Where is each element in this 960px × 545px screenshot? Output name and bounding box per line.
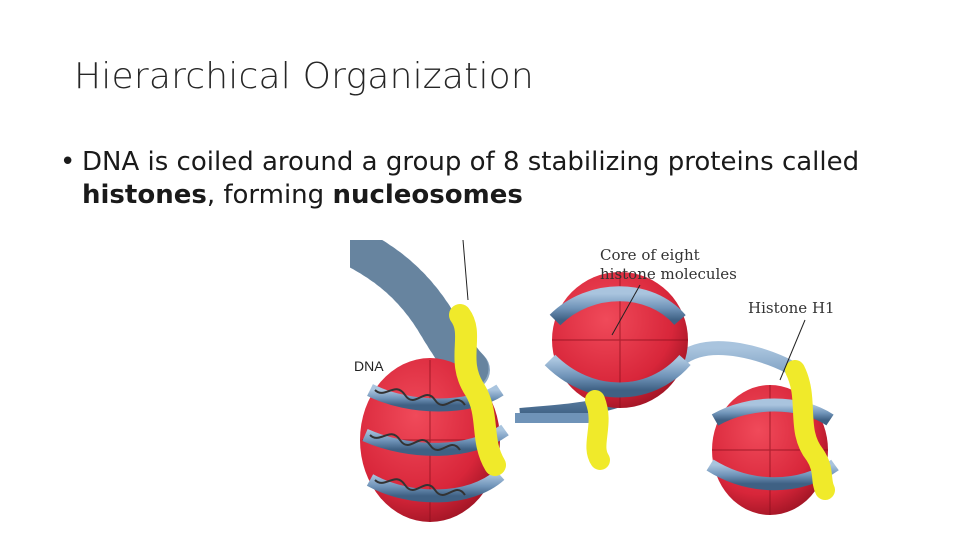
term-nucleosomes: nucleosomes <box>332 180 523 211</box>
histone-h1-left <box>449 304 506 476</box>
label-core-histones: Core of eight histone molecules <box>600 246 737 284</box>
pointer-core <box>611 284 641 336</box>
label-dna: DNA <box>354 358 384 374</box>
bullet-text-part2: , forming <box>206 180 333 211</box>
label-core-line1: Core of eight <box>600 246 700 264</box>
bullet-point: • DNA is coiled around a group of 8 stab… <box>60 146 920 212</box>
slide-title: Hierarchical Organization <box>74 56 534 97</box>
histone-h1-middle <box>585 390 610 470</box>
term-histones: histones <box>82 180 207 211</box>
bullet-text: DNA is coiled around a group of 8 stabil… <box>60 146 920 212</box>
nucleosome-middle <box>544 272 691 408</box>
pointer-top <box>462 239 469 301</box>
pointer-h1 <box>779 319 806 381</box>
histone-h1-right <box>785 360 835 500</box>
label-core-line2: histone molecules <box>600 264 737 283</box>
label-histone-h1: Histone H1 <box>748 299 835 317</box>
bullet-symbol: • <box>60 147 76 177</box>
nucleosome-diagram <box>330 225 839 522</box>
nucleosome-illustration: Core of eight histone molecules Histone … <box>330 225 850 540</box>
nucleosome-left <box>360 358 509 522</box>
bullet-text-part1: DNA is coiled around a group of 8 stabil… <box>82 147 860 177</box>
